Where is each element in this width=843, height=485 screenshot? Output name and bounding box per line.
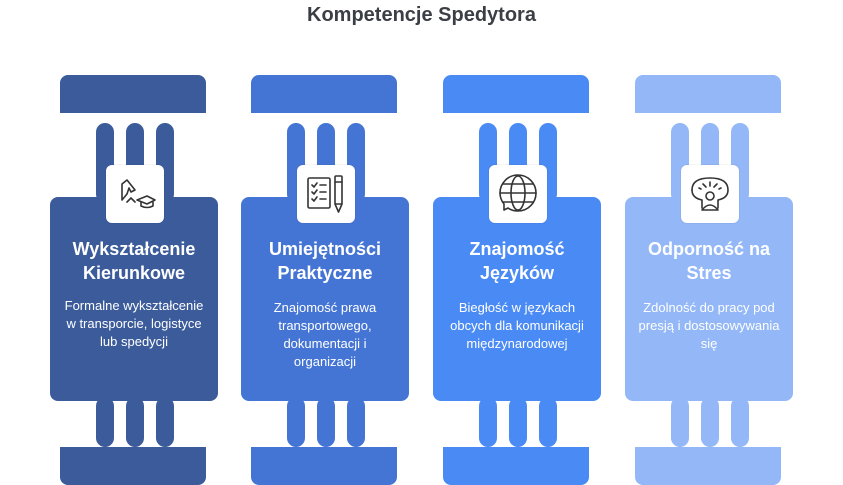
education-icon (106, 165, 164, 223)
pillar-column (126, 397, 144, 447)
pillar-title: Umiejętności Praktyczne (268, 239, 382, 283)
pillar-languages: Znajomość Języków Biegłość w językach ob… (433, 75, 603, 485)
pillar-column (96, 397, 114, 447)
diagram-title: Kompetencje Spedytora (307, 4, 536, 26)
pillar-description: Biegłość w językach obcych dla komunikac… (450, 300, 584, 351)
pillar-column (701, 397, 719, 447)
pillar-column (287, 397, 305, 447)
pillar-education: Wykształcenie Kierunkowe Formalne wykszt… (50, 75, 220, 485)
pillar-column (347, 397, 365, 447)
pillar-title: Odporność na Stres (647, 239, 770, 283)
pillar-column (479, 397, 497, 447)
stress-icon (681, 165, 739, 223)
pillar-title: Wykształcenie Kierunkowe (72, 239, 196, 283)
pillar-description: Zdolność do pracy pod presją i dostosowy… (638, 300, 780, 351)
pillar-top-cap (251, 75, 397, 113)
pillar-panel: Odporność na Stres Zdolność do pracy pod… (625, 197, 793, 401)
pillar-column (509, 397, 527, 447)
pillar-panel: Wykształcenie Kierunkowe Formalne wykszt… (50, 197, 218, 401)
pillar-description: Formalne wykształcenie w transporcie, lo… (64, 298, 204, 349)
pillar-top-cap (443, 75, 589, 113)
pillar-stress-resistance: Odporność na Stres Zdolność do pracy pod… (625, 75, 795, 485)
pillar-description: Znajomość prawa transportowego, dokument… (273, 300, 377, 369)
pillar-column (731, 397, 749, 447)
pillar-top-cap (60, 75, 206, 113)
pillar-bottom-cap (251, 447, 397, 485)
pillar-top-cap (635, 75, 781, 113)
pillar-column (156, 397, 174, 447)
pillar-bottom-cap (60, 447, 206, 485)
checklist-icon (297, 165, 355, 223)
pillar-practical-skills: Umiejętności Praktyczne Znajomość prawa … (241, 75, 411, 485)
pillar-bottom-cap (635, 447, 781, 485)
pillar-column (317, 397, 335, 447)
pillar-panel: Umiejętności Praktyczne Znajomość prawa … (241, 197, 409, 401)
globe-icon (489, 165, 547, 223)
pillar-column (671, 397, 689, 447)
pillar-column (539, 397, 557, 447)
pillar-title: Znajomość Języków (469, 239, 565, 283)
pillar-panel: Znajomość Języków Biegłość w językach ob… (433, 197, 601, 401)
pillar-bottom-cap (443, 447, 589, 485)
